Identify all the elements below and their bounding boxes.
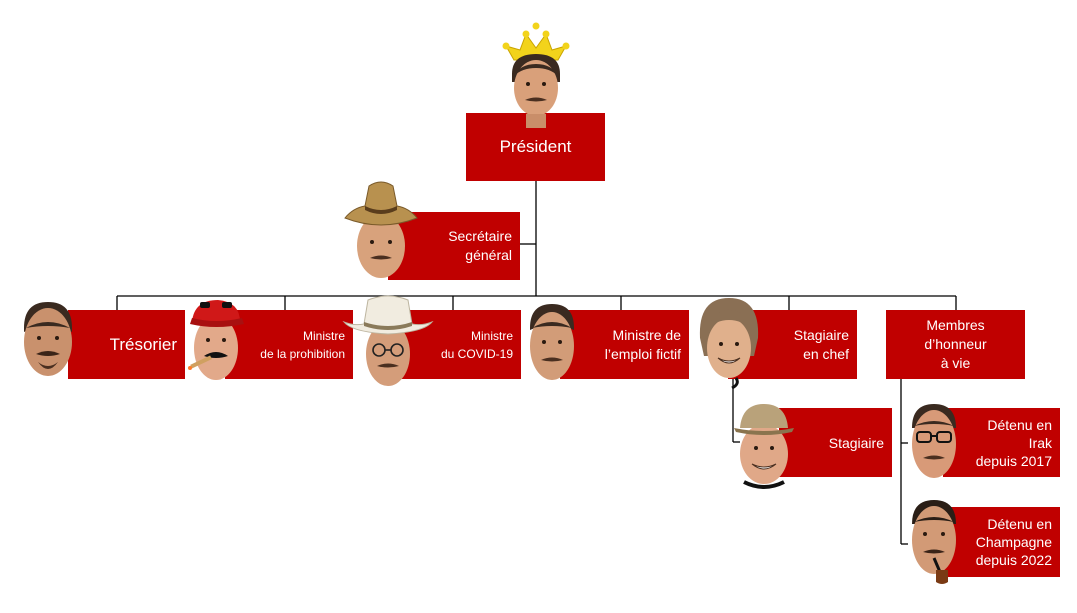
glasses-face-icon [912, 404, 956, 478]
cowboy-hat-face-icon [342, 295, 434, 386]
face-icon [24, 302, 72, 376]
secretary-label: Secrétaire général [448, 228, 512, 263]
champagne-label: Détenu en Champagne depuis 2022 [975, 516, 1052, 568]
face-icon [530, 304, 574, 380]
intern-box: Stagiaire [779, 408, 892, 477]
honorary-item-champagne-box: Détenu en Champagne depuis 2022 [943, 507, 1060, 577]
ministers-item-treasurer-box: Trésorier [68, 310, 185, 379]
red-cap-cigar-face-icon [188, 300, 244, 380]
president-box: Président [466, 113, 605, 181]
honorary-item-irak-box: Détenu en Irak depuis 2017 [943, 408, 1060, 477]
pipe-face-icon [912, 500, 956, 584]
ministers-item-prohibition-box: Ministre de la prohibition [225, 310, 353, 379]
ministers-item-covid-box: Ministre du COVID-19 [393, 310, 521, 379]
ministers-item-honorary-box: Membres d’honneur à vie [886, 310, 1025, 379]
treasurer-label: Trésorier [109, 334, 177, 354]
intern-label: Stagiaire [828, 434, 884, 451]
honorary-label: Membres d’honneur à vie [924, 317, 987, 371]
chief-intern-label: Stagiaire en chef [793, 326, 849, 362]
wig-headset-face-icon [699, 298, 759, 390]
cap-headset-face-icon [734, 404, 794, 489]
fictional-job-label: Ministre de l’emploi fictif [604, 326, 681, 362]
president-label: Président [499, 137, 572, 156]
secretary-box: Secrétaire général [388, 212, 520, 280]
covid-label: Ministre du COVID-19 [440, 328, 513, 361]
crowned-face-icon [502, 22, 570, 128]
straw-hat-face-icon [344, 181, 418, 278]
irak-label: Détenu en Irak depuis 2017 [975, 416, 1052, 469]
prohibition-label: Ministre de la prohibition [260, 328, 345, 361]
ministers-item-fictional-job-box: Ministre de l’emploi fictif [560, 310, 689, 379]
